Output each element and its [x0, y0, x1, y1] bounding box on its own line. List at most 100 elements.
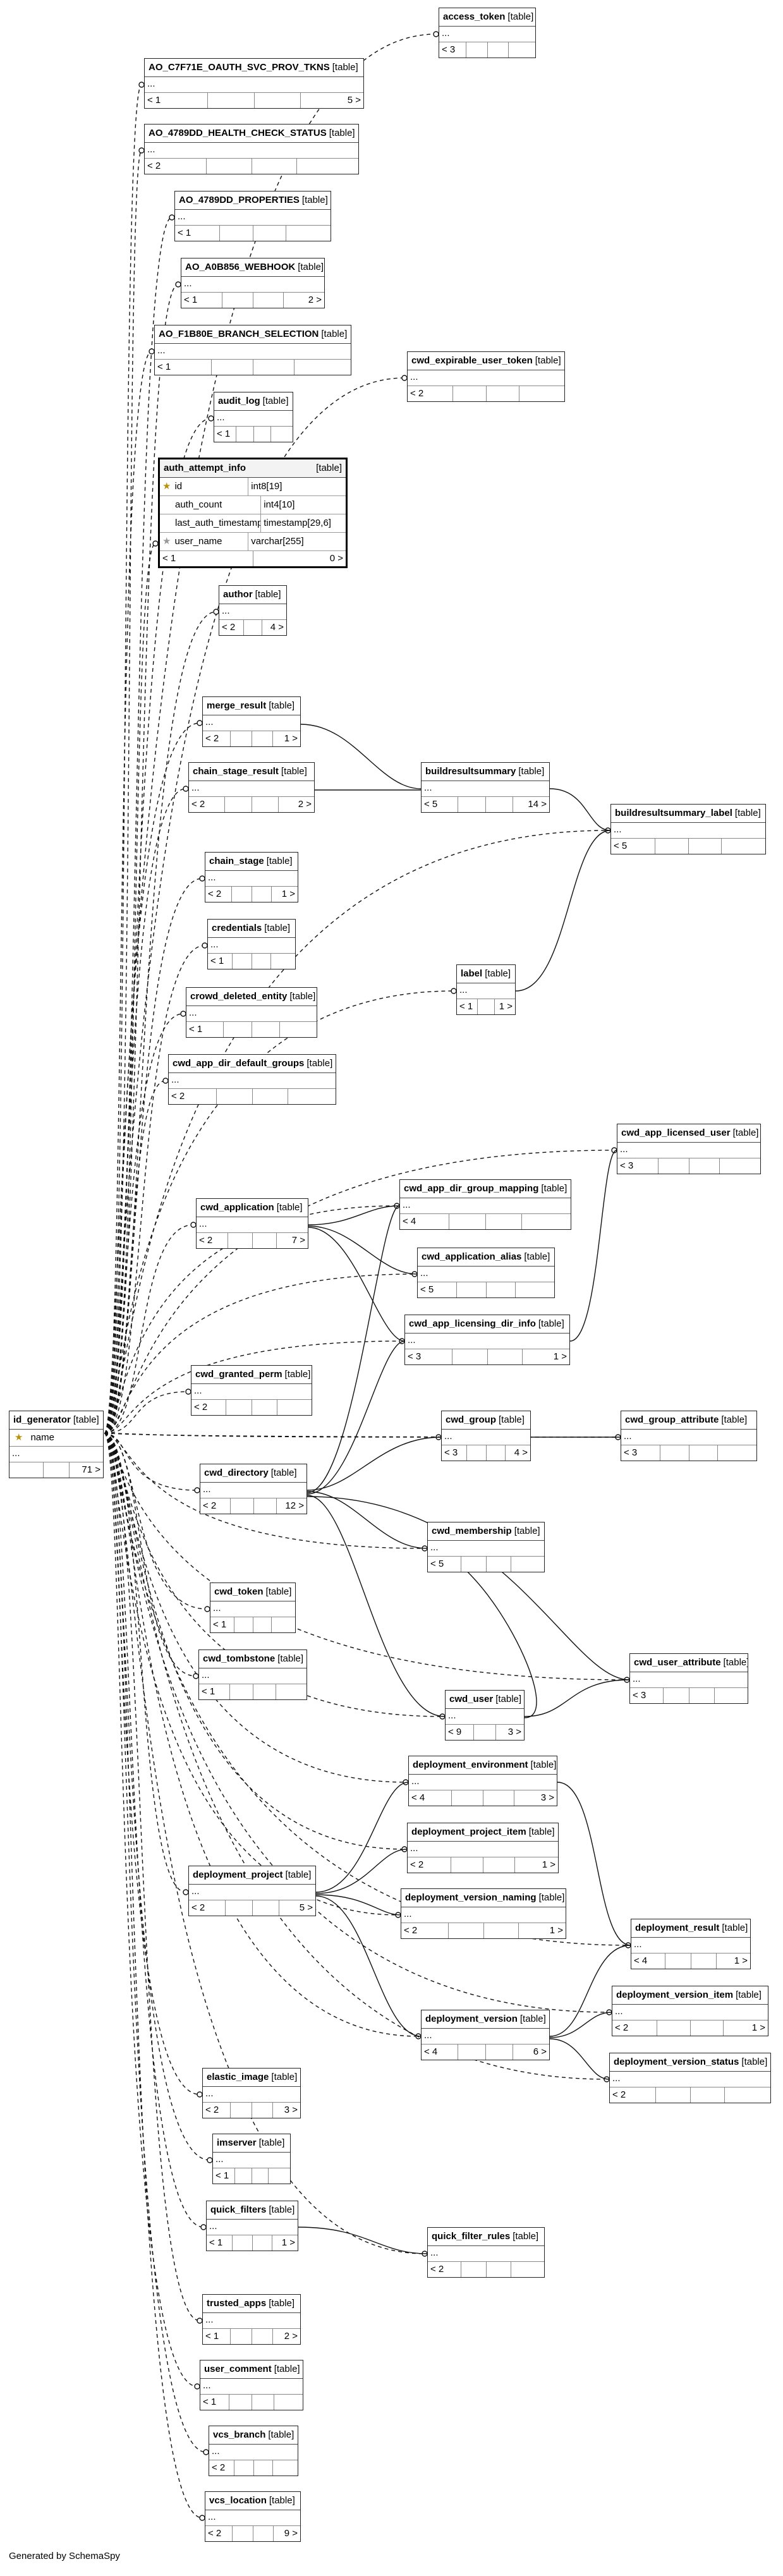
table-cwd-app-licensing-dir-info[interactable]: cwd_app_licensing_dir_info[table] ... < … [404, 1315, 570, 1365]
zero-or-many-marker [197, 2091, 203, 2098]
table-cwd-app-dir-default-groups[interactable]: cwd_app_dir_default_groups[table] ... < … [168, 1054, 336, 1105]
foreign-key-line [549, 2012, 612, 2038]
table-id-generator[interactable]: id_generator[table] ★name ... 71 > [9, 1411, 104, 1478]
foreign-key-line [307, 1495, 446, 1717]
table-ao-oauth-svc-prov-tkns[interactable]: AO_C7F71E_OAUTH_SVC_PROV_TKNS[table] ...… [144, 58, 364, 109]
implied-relationship-line [104, 1433, 198, 2387]
implied-relationship-line [104, 990, 454, 1434]
foreign-key-line [307, 1491, 428, 1549]
foreign-key-line [307, 1205, 400, 1493]
implied-relationship-line [104, 150, 142, 1434]
foreign-key-line [307, 1437, 442, 1491]
table-ao-health-check-status[interactable]: AO_4789DD_HEALTH_CHECK_STATUS[table] ...… [144, 124, 359, 174]
implied-relationship-line [104, 1433, 210, 2161]
table-cwd-group-attribute[interactable]: cwd_group_attribute[table] ... < 3 [621, 1411, 757, 1461]
implied-relationship-line [104, 1433, 628, 1680]
implied-relationship-line [104, 351, 152, 1434]
zero-or-many-marker [202, 942, 208, 949]
zero-or-many-marker [183, 1889, 189, 1895]
zero-or-many-marker [451, 988, 457, 994]
table-buildresultsummary-label[interactable]: buildresultsummary_label[table] ... < 5 [610, 804, 766, 854]
table-quick-filter-rules[interactable]: quick_filter_rules[table] ... < 2 [427, 2227, 545, 2278]
table-credentials[interactable]: credentials[table] ... < 1 [207, 919, 296, 969]
table-cwd-tombstone[interactable]: cwd_tombstone[table] ... < 1 [198, 1649, 307, 1700]
zero-or-many-marker [203, 2449, 209, 2455]
implied-relationship-line [104, 611, 217, 1434]
implied-relationship-line [104, 1433, 197, 1677]
table-cwd-application-alias[interactable]: cwd_application_alias[table] ... < 5 [417, 1248, 555, 1298]
zero-or-many-marker [197, 720, 203, 726]
foreign-key-line [549, 2038, 610, 2080]
implied-relationship-line [104, 1433, 425, 1549]
implied-relationship-line [104, 1273, 415, 1434]
zero-or-many-marker [190, 1222, 197, 1228]
table-cwd-user-attribute[interactable]: cwd_user_attribute[table] ... < 3 [629, 1653, 748, 1704]
foreign-key-line [569, 1150, 617, 1342]
implied-relationship-line [104, 543, 156, 1434]
table-deployment-version-naming[interactable]: deployment_version_naming[table] ... < 2… [401, 1888, 566, 1939]
implied-relationship-line [104, 418, 212, 1434]
implied-relationship-line [104, 377, 405, 1434]
table-deployment-version-status[interactable]: deployment_version_status[table] ... < 2 [609, 2053, 771, 2103]
zero-or-many-marker [169, 214, 175, 221]
implied-relationship-line [104, 830, 609, 1434]
zero-or-many-marker [183, 786, 189, 792]
implied-relationship-line [104, 1150, 615, 1434]
implied-relationship-line [104, 1433, 200, 2095]
implied-relationship-line [104, 1080, 166, 1434]
table-cwd-expirable-user-token[interactable]: cwd_expirable_user_token[table] ... < 2 [407, 351, 565, 402]
zero-or-many-marker [194, 2383, 200, 2390]
zero-or-many-marker [180, 1011, 186, 1017]
primary-key-icon: ★ [15, 1432, 23, 1443]
table-cwd-app-dir-group-mapping[interactable]: cwd_app_dir_group_mapping[table] ... < 4 [399, 1179, 571, 1230]
table-audit-log[interactable]: audit_log[table] ... < 1 [214, 392, 293, 442]
zero-or-many-marker [433, 31, 439, 37]
zero-or-many-marker [175, 281, 181, 288]
table-ao-properties[interactable]: AO_4789DD_PROPERTIES[table] ... < 1 [174, 191, 331, 241]
table-cwd-membership[interactable]: cwd_membership[table] ... < 5 [427, 1522, 545, 1572]
zero-or-many-marker [152, 540, 159, 547]
generator-footer: Generated by SchemaSpy [9, 2551, 120, 2561]
implied-relationship-line [104, 1433, 619, 1438]
implied-relationship-line [104, 84, 142, 1434]
implied-relationship-line [104, 722, 200, 1434]
table-cwd-app-licensed-user[interactable]: cwd_app_licensed_user[table] ... < 3 [617, 1124, 761, 1174]
table-access-token[interactable]: access_token[table] ... < 3 [439, 8, 536, 58]
implied-relationship-line [104, 1433, 405, 1850]
foreign-key-line [298, 2227, 428, 2254]
foreign-key-line [315, 1894, 401, 1916]
table-crowd-deleted-entity[interactable]: crowd_deleted_entity[table] ... < 1 [186, 987, 317, 1038]
table-cwd-granted-perm[interactable]: cwd_granted_perm[table] ... < 2 [191, 1365, 312, 1416]
table-imserver[interactable]: imserver[table] ... < 1 [212, 2134, 291, 2184]
table-cwd-token[interactable]: cwd_token[table] ... < 1 [210, 1583, 296, 1633]
table-vcs-branch[interactable]: vcs_branch[table] ... < 2 [209, 2426, 298, 2476]
zero-or-many-marker [199, 875, 205, 882]
table-user-comment[interactable]: user_comment[table] ... < 1 [200, 2360, 303, 2410]
table-ao-branch-selection[interactable]: AO_F1B80E_BRANCH_SELECTION[table] ... < … [154, 325, 351, 375]
